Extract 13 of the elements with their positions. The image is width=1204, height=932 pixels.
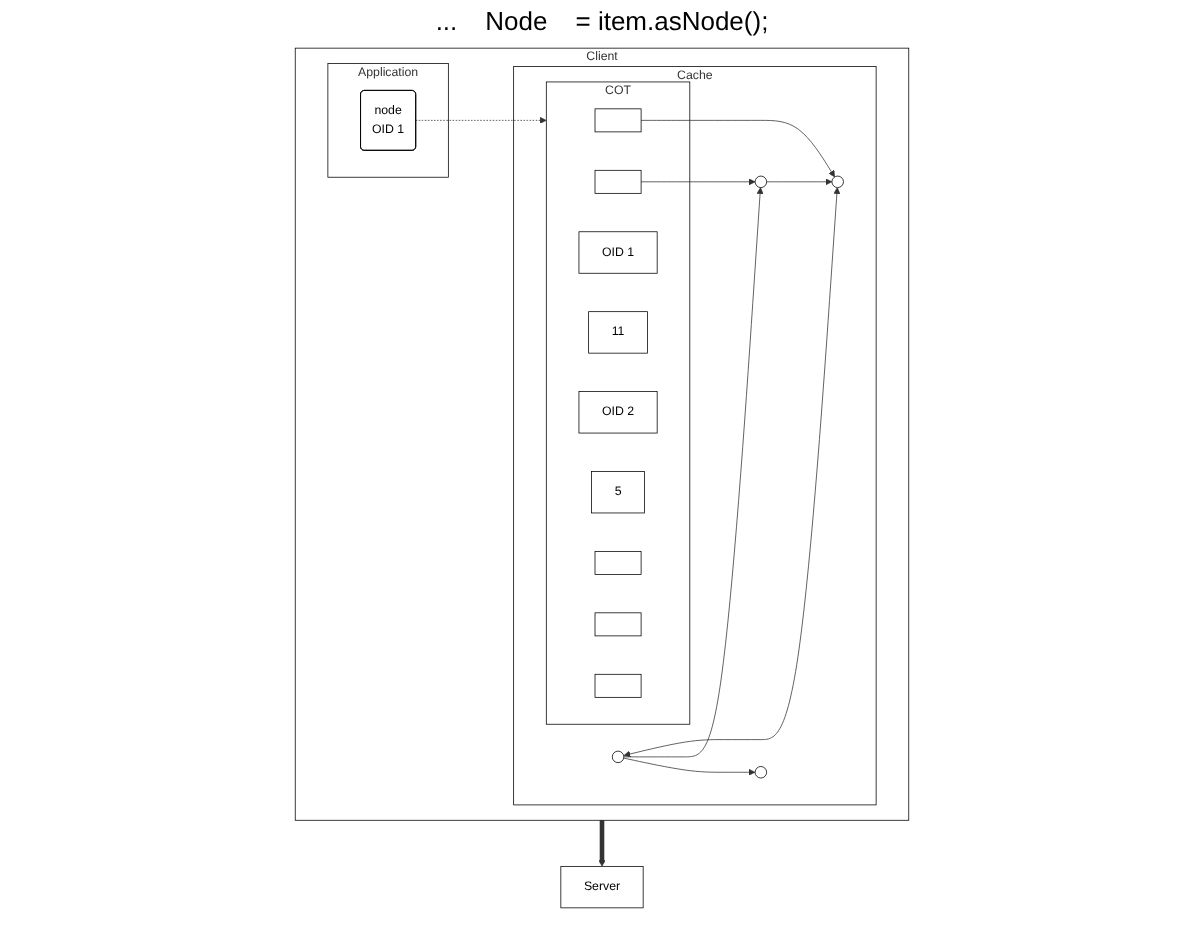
code-text: = item.asNode(); bbox=[575, 6, 769, 36]
node-box bbox=[594, 108, 642, 133]
arrow bbox=[598, 820, 606, 867]
node-box bbox=[594, 551, 642, 575]
node-circle bbox=[831, 175, 844, 188]
node-box bbox=[594, 169, 642, 194]
code-text: Node bbox=[485, 6, 548, 36]
node-circle bbox=[754, 175, 768, 188]
node-circle bbox=[611, 750, 625, 764]
node-box bbox=[594, 673, 642, 698]
code-text: ... bbox=[435, 6, 458, 36]
node-box bbox=[594, 612, 642, 637]
node-circle bbox=[754, 766, 768, 779]
